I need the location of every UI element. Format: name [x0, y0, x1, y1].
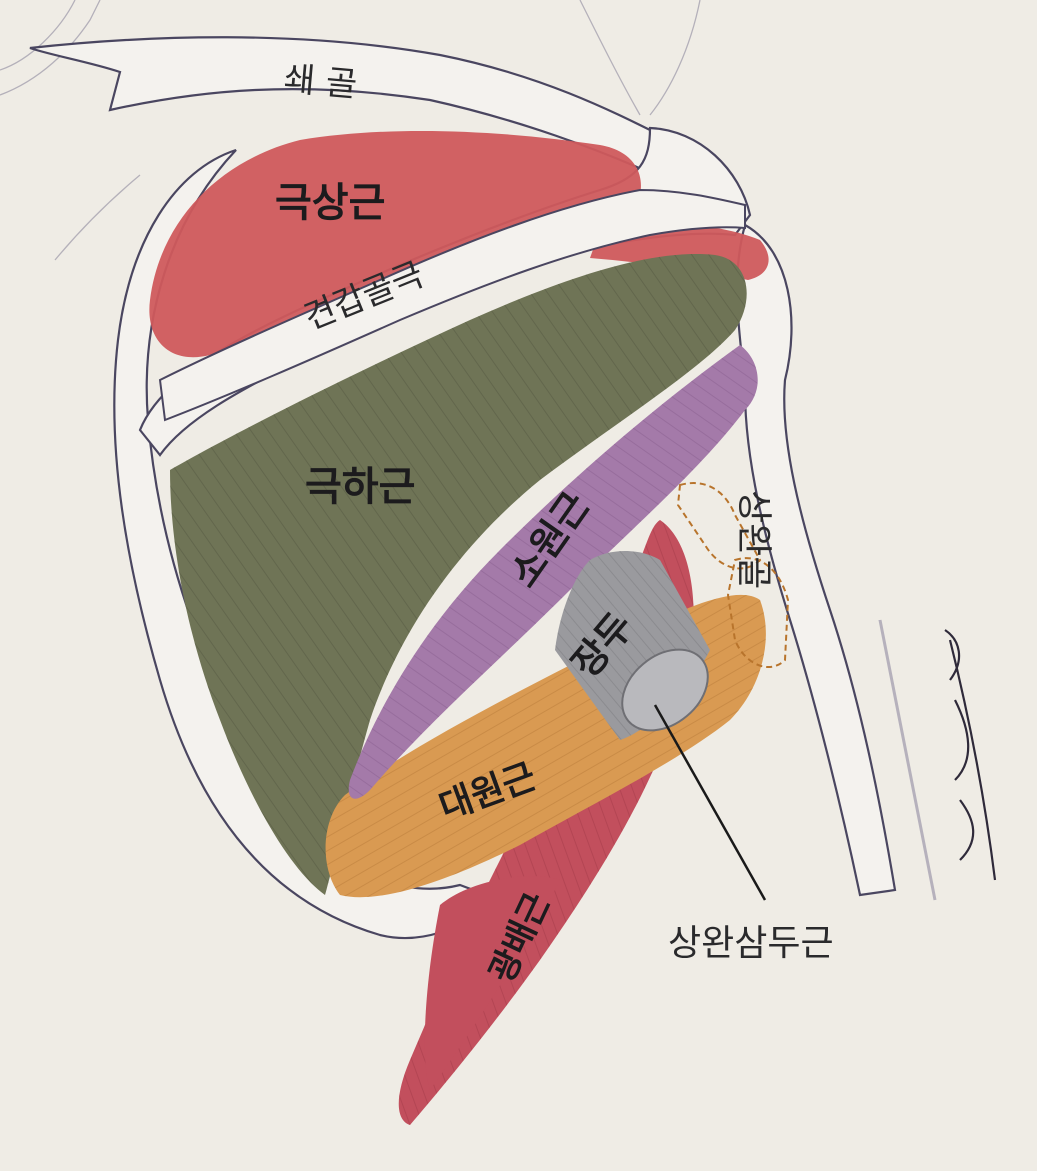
artist-signature	[944, 629, 997, 881]
spine-of-scapula-overlay	[158, 188, 746, 422]
triceps-pointer-line	[653, 704, 767, 901]
label-supraspinatus: 극상근	[275, 180, 385, 226]
background-sketch-lines	[0, 0, 701, 261]
long-head-cut-end	[621, 648, 709, 732]
latissimus-dorsi-lower	[424, 876, 560, 1090]
supraspinatus-muscle	[149, 130, 641, 358]
teres-minor-fibers	[348, 345, 758, 799]
label-infraspinatus: 극하근	[305, 464, 415, 510]
humerus-insertion-marker	[676, 482, 790, 669]
label-triceps-brachii: 상완삼두근	[668, 923, 834, 964]
label-clavicle: 쇄 골	[282, 59, 359, 105]
infraspinatus-fibers	[170, 254, 747, 895]
humerus-edge-shading	[878, 619, 937, 901]
label-humerus: 상완골	[733, 490, 774, 589]
humerus-bone	[735, 223, 897, 897]
